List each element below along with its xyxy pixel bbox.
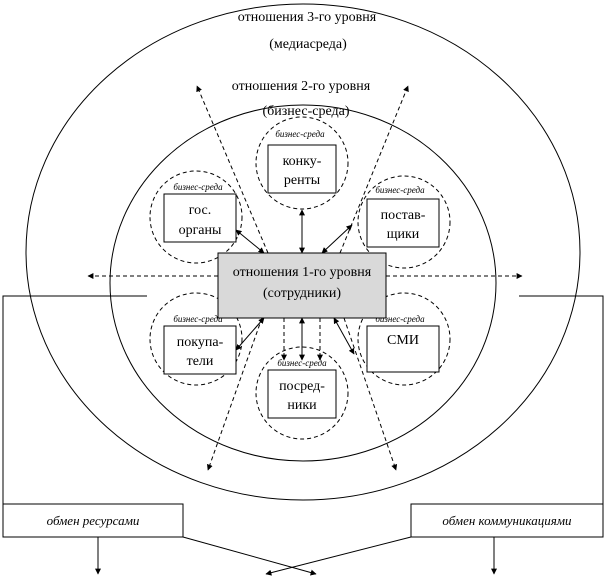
suppliers-circle [357,175,451,269]
tag-intermediaries: бизнес-среда [277,358,327,368]
tag-suppliers: бизнес-среда [375,185,425,195]
intermediaries-label-2: ники [287,398,317,413]
intermediaries-label-1: посред- [279,379,325,394]
competitors-box [267,144,337,194]
level2-circle [109,104,497,462]
government-box [163,193,237,243]
competitors-circle [255,116,349,210]
left-connector [2,295,147,504]
resources-box [2,503,184,538]
government-circle [149,170,243,264]
tag-competitors: бизнес-среда [275,129,325,139]
government-label-2: органы [179,223,222,238]
resources-label: обмен ресурсами [47,513,140,528]
center-subtitle: (сотрудники) [263,286,341,301]
right-connector [519,295,604,504]
arrow-diag-down-left [206,317,263,471]
center-box [217,252,387,319]
arrow-center-suppliers [321,224,353,254]
government-label-1: гос. [189,203,211,218]
media-circle [357,292,451,386]
level2-title: отношения 2-го уровня [232,79,371,94]
level3-subtitle: (медиасреда) [269,37,347,52]
arrow-center-government [235,229,265,254]
arrow-center-buyers [235,317,265,351]
buyers-label-2: тели [187,354,214,369]
buyers-box [163,325,237,375]
communications-box [410,503,604,538]
intermediaries-circle [255,346,349,440]
arrow-center-media [333,317,355,355]
tag-government: бизнес-среда [173,182,223,192]
suppliers-label-2: щики [387,227,420,242]
media-label: СМИ [387,333,419,348]
arrow-diag-up-left [196,85,269,254]
cross-arrow-right [265,536,412,576]
competitors-label-1: конку- [283,154,322,169]
level3-title: отношения 3-го уровня [238,10,377,25]
suppliers-label-1: постав- [381,208,426,223]
cross-arrow-left [182,536,317,576]
communications-label: обмен коммуникациями [442,513,572,528]
level3-circle [25,3,581,501]
arrow-diag-down-right [343,317,398,471]
tag-media: бизнес-среда [375,314,425,324]
tag-buyers: бизнес-среда [173,314,223,324]
suppliers-box [366,198,440,248]
center-title: отношения 1-го уровня [233,265,372,280]
level2-subtitle: (бизнес-среда) [263,104,350,119]
media-box [366,325,440,373]
competitors-label-2: ренты [284,173,321,188]
intermediaries-box [267,369,337,419]
buyers-label-1: покупа- [177,335,224,350]
